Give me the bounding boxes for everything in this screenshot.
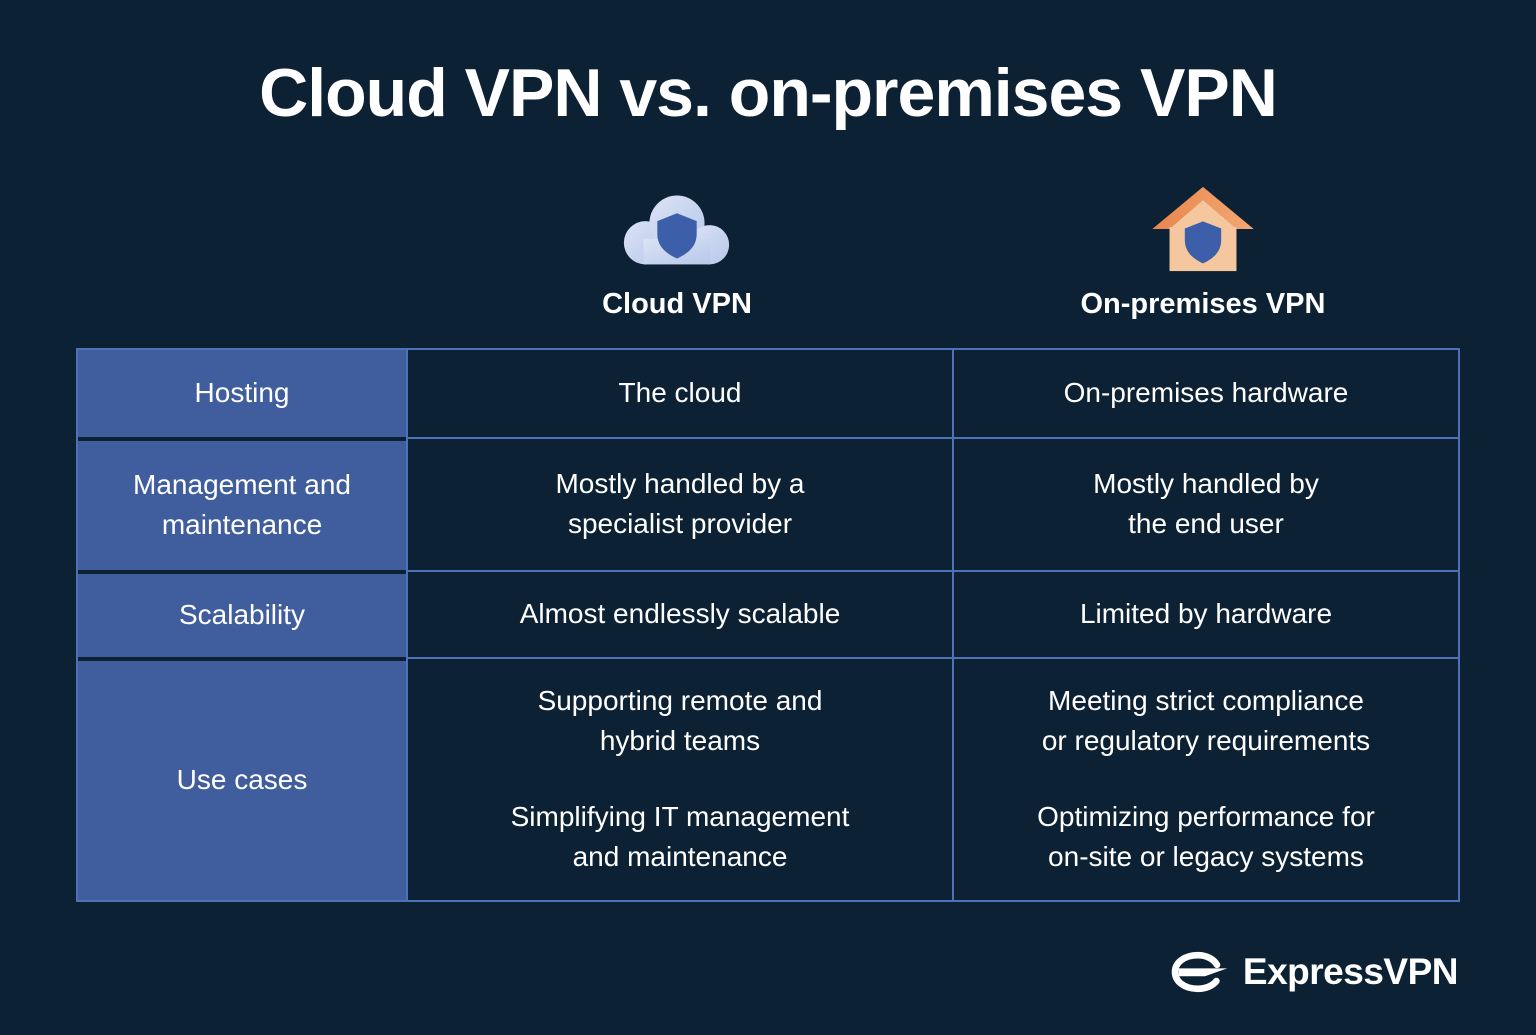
- cloud-shield-icon: [616, 185, 738, 273]
- row-label-text: Scalability: [178, 599, 306, 631]
- cell-text: On-premises hardware: [1063, 377, 1349, 409]
- row-label-scalability: Scalability: [78, 569, 406, 657]
- cell-use-cases-on-premises: Meeting strict compliance or regulatory …: [952, 656, 1458, 900]
- on-premises-vpn-column-label: On-premises VPN: [1080, 287, 1326, 320]
- row-label-hosting: Hosting: [78, 349, 406, 437]
- row-label-text: Use cases: [176, 764, 308, 796]
- cell-text: Mostly handled by a specialist provider: [555, 468, 805, 540]
- cell-scalability-cloud: Almost endlessly scalable: [406, 569, 952, 657]
- page-title: Cloud VPN vs. on-premises VPN: [259, 55, 1278, 131]
- cell-use-cases-cloud: Supporting remote and hybrid teams Simpl…: [406, 656, 952, 900]
- row-label-text: Hosting: [194, 377, 290, 409]
- use-case-item: Simplifying IT management and maintenanc…: [510, 801, 850, 873]
- column-header-cloud-vpn: Cloud VPN: [404, 179, 950, 321]
- cell-management-on-premises: Mostly handled by the end user: [952, 436, 1458, 570]
- cell-text: The cloud: [618, 377, 742, 409]
- column-headers: Cloud VPN On-premises VPN: [76, 179, 1460, 321]
- use-case-item: Optimizing performance for on-site or le…: [1037, 801, 1375, 873]
- cell-hosting-on-premises: On-premises hardware: [952, 349, 1458, 437]
- house-shield-icon: [1150, 185, 1256, 273]
- cell-text: Almost endlessly scalable: [519, 598, 841, 630]
- cell-management-cloud: Mostly handled by a specialist provider: [406, 436, 952, 570]
- cell-text: Mostly handled by the end user: [1093, 468, 1319, 540]
- column-header-on-premises-vpn: On-premises VPN: [950, 179, 1456, 321]
- cloud-vpn-column-label: Cloud VPN: [602, 287, 752, 320]
- row-label-text: Management and maintenance: [133, 469, 351, 541]
- brand-footer: ExpressVPN: [1169, 951, 1459, 993]
- use-case-item: Meeting strict compliance or regulatory …: [1041, 685, 1371, 757]
- row-label-management: Management and maintenance: [78, 436, 406, 570]
- brand-name: ExpressVPN: [1242, 951, 1459, 992]
- expressvpn-bolt-icon: [1169, 951, 1229, 993]
- cell-text: Limited by hardware: [1079, 598, 1333, 630]
- comparison-table: Hosting The cloud On-premises hardware M…: [76, 347, 1460, 902]
- row-label-use-cases: Use cases: [78, 656, 406, 900]
- use-case-item: Supporting remote and hybrid teams: [537, 685, 823, 757]
- cell-scalability-on-premises: Limited by hardware: [952, 569, 1458, 657]
- header-spacer: [76, 179, 404, 321]
- cell-hosting-cloud: The cloud: [406, 349, 952, 437]
